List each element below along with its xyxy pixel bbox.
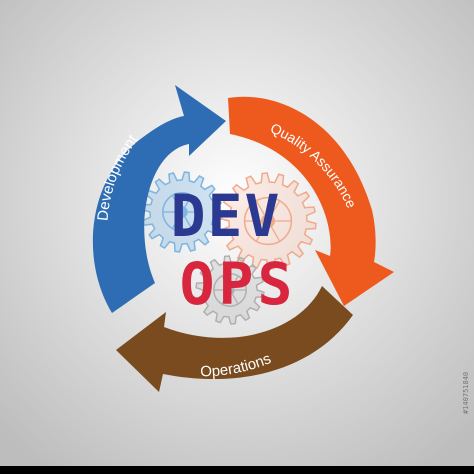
gear-spoke [231,275,239,287]
gear-icon-gray [195,255,265,325]
quality-assurance-arrow [228,96,394,306]
dev-text: DEV [171,182,282,250]
gear-spoke [255,226,266,242]
gear-icon-orange [219,172,317,270]
ops-text: OPS [180,250,297,318]
gear-spoke [270,200,281,216]
gear-spoke [231,293,239,305]
gear-spoke [270,226,281,242]
gear-hub [176,206,188,218]
gear-hub [260,213,276,229]
gear-spoke [171,216,180,229]
gear-spoke [221,293,229,305]
gear-spoke [171,195,180,208]
operations-arrow [116,286,353,392]
stock-footer-strip [0,466,474,474]
stock-id: #140751840 [462,372,470,414]
gear-spoke [255,200,266,216]
gear-hub [225,285,235,295]
gear-icon-blue [141,171,223,253]
gear-spoke [184,195,193,208]
gear-spoke [184,216,193,229]
gear-spoke [221,275,229,287]
development-arrow [92,85,226,313]
